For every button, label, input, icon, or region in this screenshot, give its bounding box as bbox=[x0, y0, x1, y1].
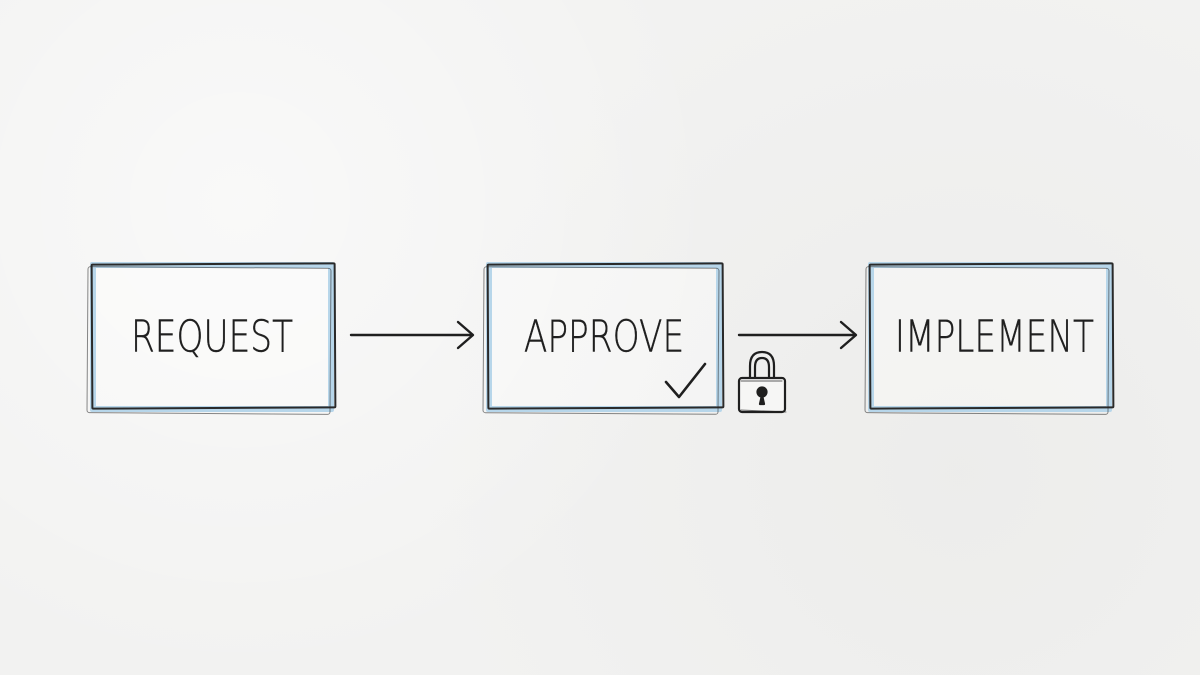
checkmark-icon bbox=[664, 362, 707, 399]
step-approve-label: APPROVE bbox=[523, 311, 685, 363]
padlock-icon bbox=[737, 350, 787, 414]
step-request-box: REQUEST bbox=[86, 262, 337, 415]
step-request-fill bbox=[90, 262, 334, 412]
arrow-approve-to-implement bbox=[737, 320, 858, 350]
step-request-label: REQUEST bbox=[130, 311, 294, 363]
step-implement-box: IMPLEMENT bbox=[864, 262, 1115, 415]
step-approve-fill bbox=[486, 262, 722, 412]
arrow-request-to-approve bbox=[349, 320, 475, 350]
step-implement-label: IMPLEMENT bbox=[894, 311, 1095, 363]
step-approve-box: APPROVE bbox=[482, 262, 725, 415]
step-implement-fill bbox=[868, 262, 1112, 412]
